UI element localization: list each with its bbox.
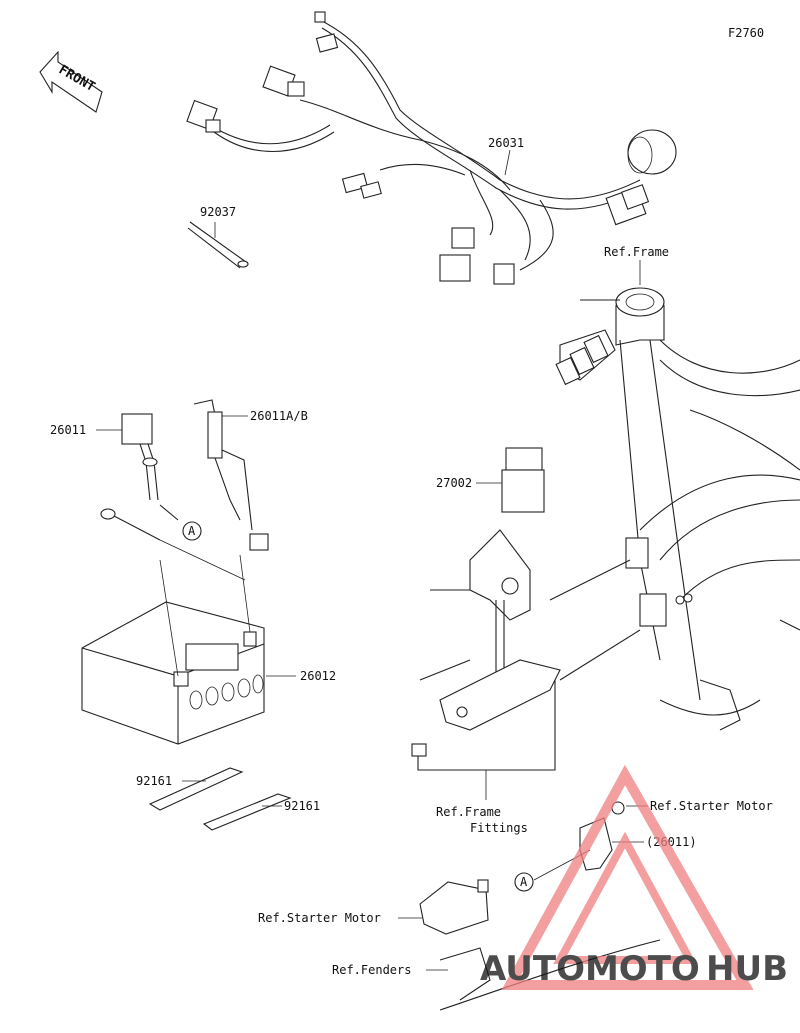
- label-26031: 26031: [488, 136, 524, 150]
- pad-92161-b: 92161: [202, 793, 320, 831]
- cable-26011ab: 26011A/B: [193, 399, 308, 551]
- battery-26012: 26012: [81, 554, 336, 745]
- ref-frame-label: Ref.Frame: [604, 245, 669, 259]
- label-26011: 26011: [50, 423, 86, 437]
- relay-27002: 27002: [436, 447, 545, 513]
- label-26011ab: 26011A/B: [250, 409, 308, 423]
- band-92037: 92037: [187, 205, 249, 269]
- starter-relay-area: Ref.Starter Motor (26011) A Ref.Starter …: [258, 799, 773, 1011]
- main-harness-26031: 26031: [186, 11, 677, 285]
- callout-a-lower: A: [520, 875, 528, 889]
- cable-26011: 26011 A: [50, 413, 246, 581]
- ref-frame-fittings-label-1: Ref.Frame: [436, 805, 501, 819]
- watermark-text-hub: HUB: [706, 949, 788, 989]
- label-27002: 27002: [436, 476, 472, 490]
- label-26012: 26012: [300, 669, 336, 683]
- watermark-text-main: AUTOMOTO: [480, 949, 700, 989]
- frame: Ref.Frame: [555, 245, 800, 731]
- front-arrow-icon: FRONT: [39, 50, 103, 113]
- label-92161-a: 92161: [136, 774, 172, 788]
- watermark-triangle-icon: [501, 764, 754, 990]
- ref-fenders-label: Ref.Fenders: [332, 963, 411, 977]
- callout-a-upper: A: [188, 524, 196, 538]
- watermark: AUTOMOTO HUB: [480, 764, 788, 990]
- battery-cells: [189, 674, 264, 710]
- ref-starter-motor-left: Ref.Starter Motor: [258, 911, 381, 925]
- ref-starter-motor-right: Ref.Starter Motor: [650, 799, 773, 813]
- frame-fittings-bracket: Ref.Frame Fittings: [411, 529, 641, 835]
- figure-code: F2760: [728, 26, 764, 40]
- pad-92161-a: 92161: [136, 767, 244, 811]
- ref-frame-fittings-label-2: Fittings: [470, 821, 528, 835]
- label-92037: 92037: [200, 205, 236, 219]
- label-92161-b: 92161: [284, 799, 320, 813]
